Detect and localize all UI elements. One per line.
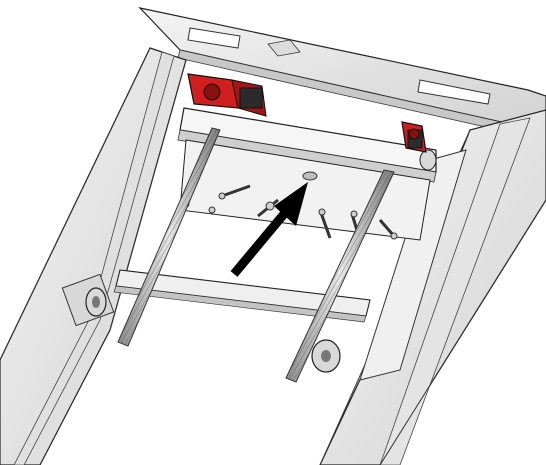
motor-left bbox=[187, 73, 267, 117]
mounting-screws bbox=[182, 171, 398, 241]
threaded-rod-right bbox=[285, 169, 395, 383]
right-rail bbox=[319, 109, 546, 465]
pulleys bbox=[85, 149, 437, 373]
lower-crossbar bbox=[113, 269, 371, 323]
motor-right bbox=[401, 121, 427, 153]
indicator-arrow bbox=[230, 182, 308, 277]
threaded-rod-left bbox=[117, 127, 221, 347]
upper-crossbar bbox=[177, 107, 437, 183]
top-plate bbox=[138, 7, 546, 133]
